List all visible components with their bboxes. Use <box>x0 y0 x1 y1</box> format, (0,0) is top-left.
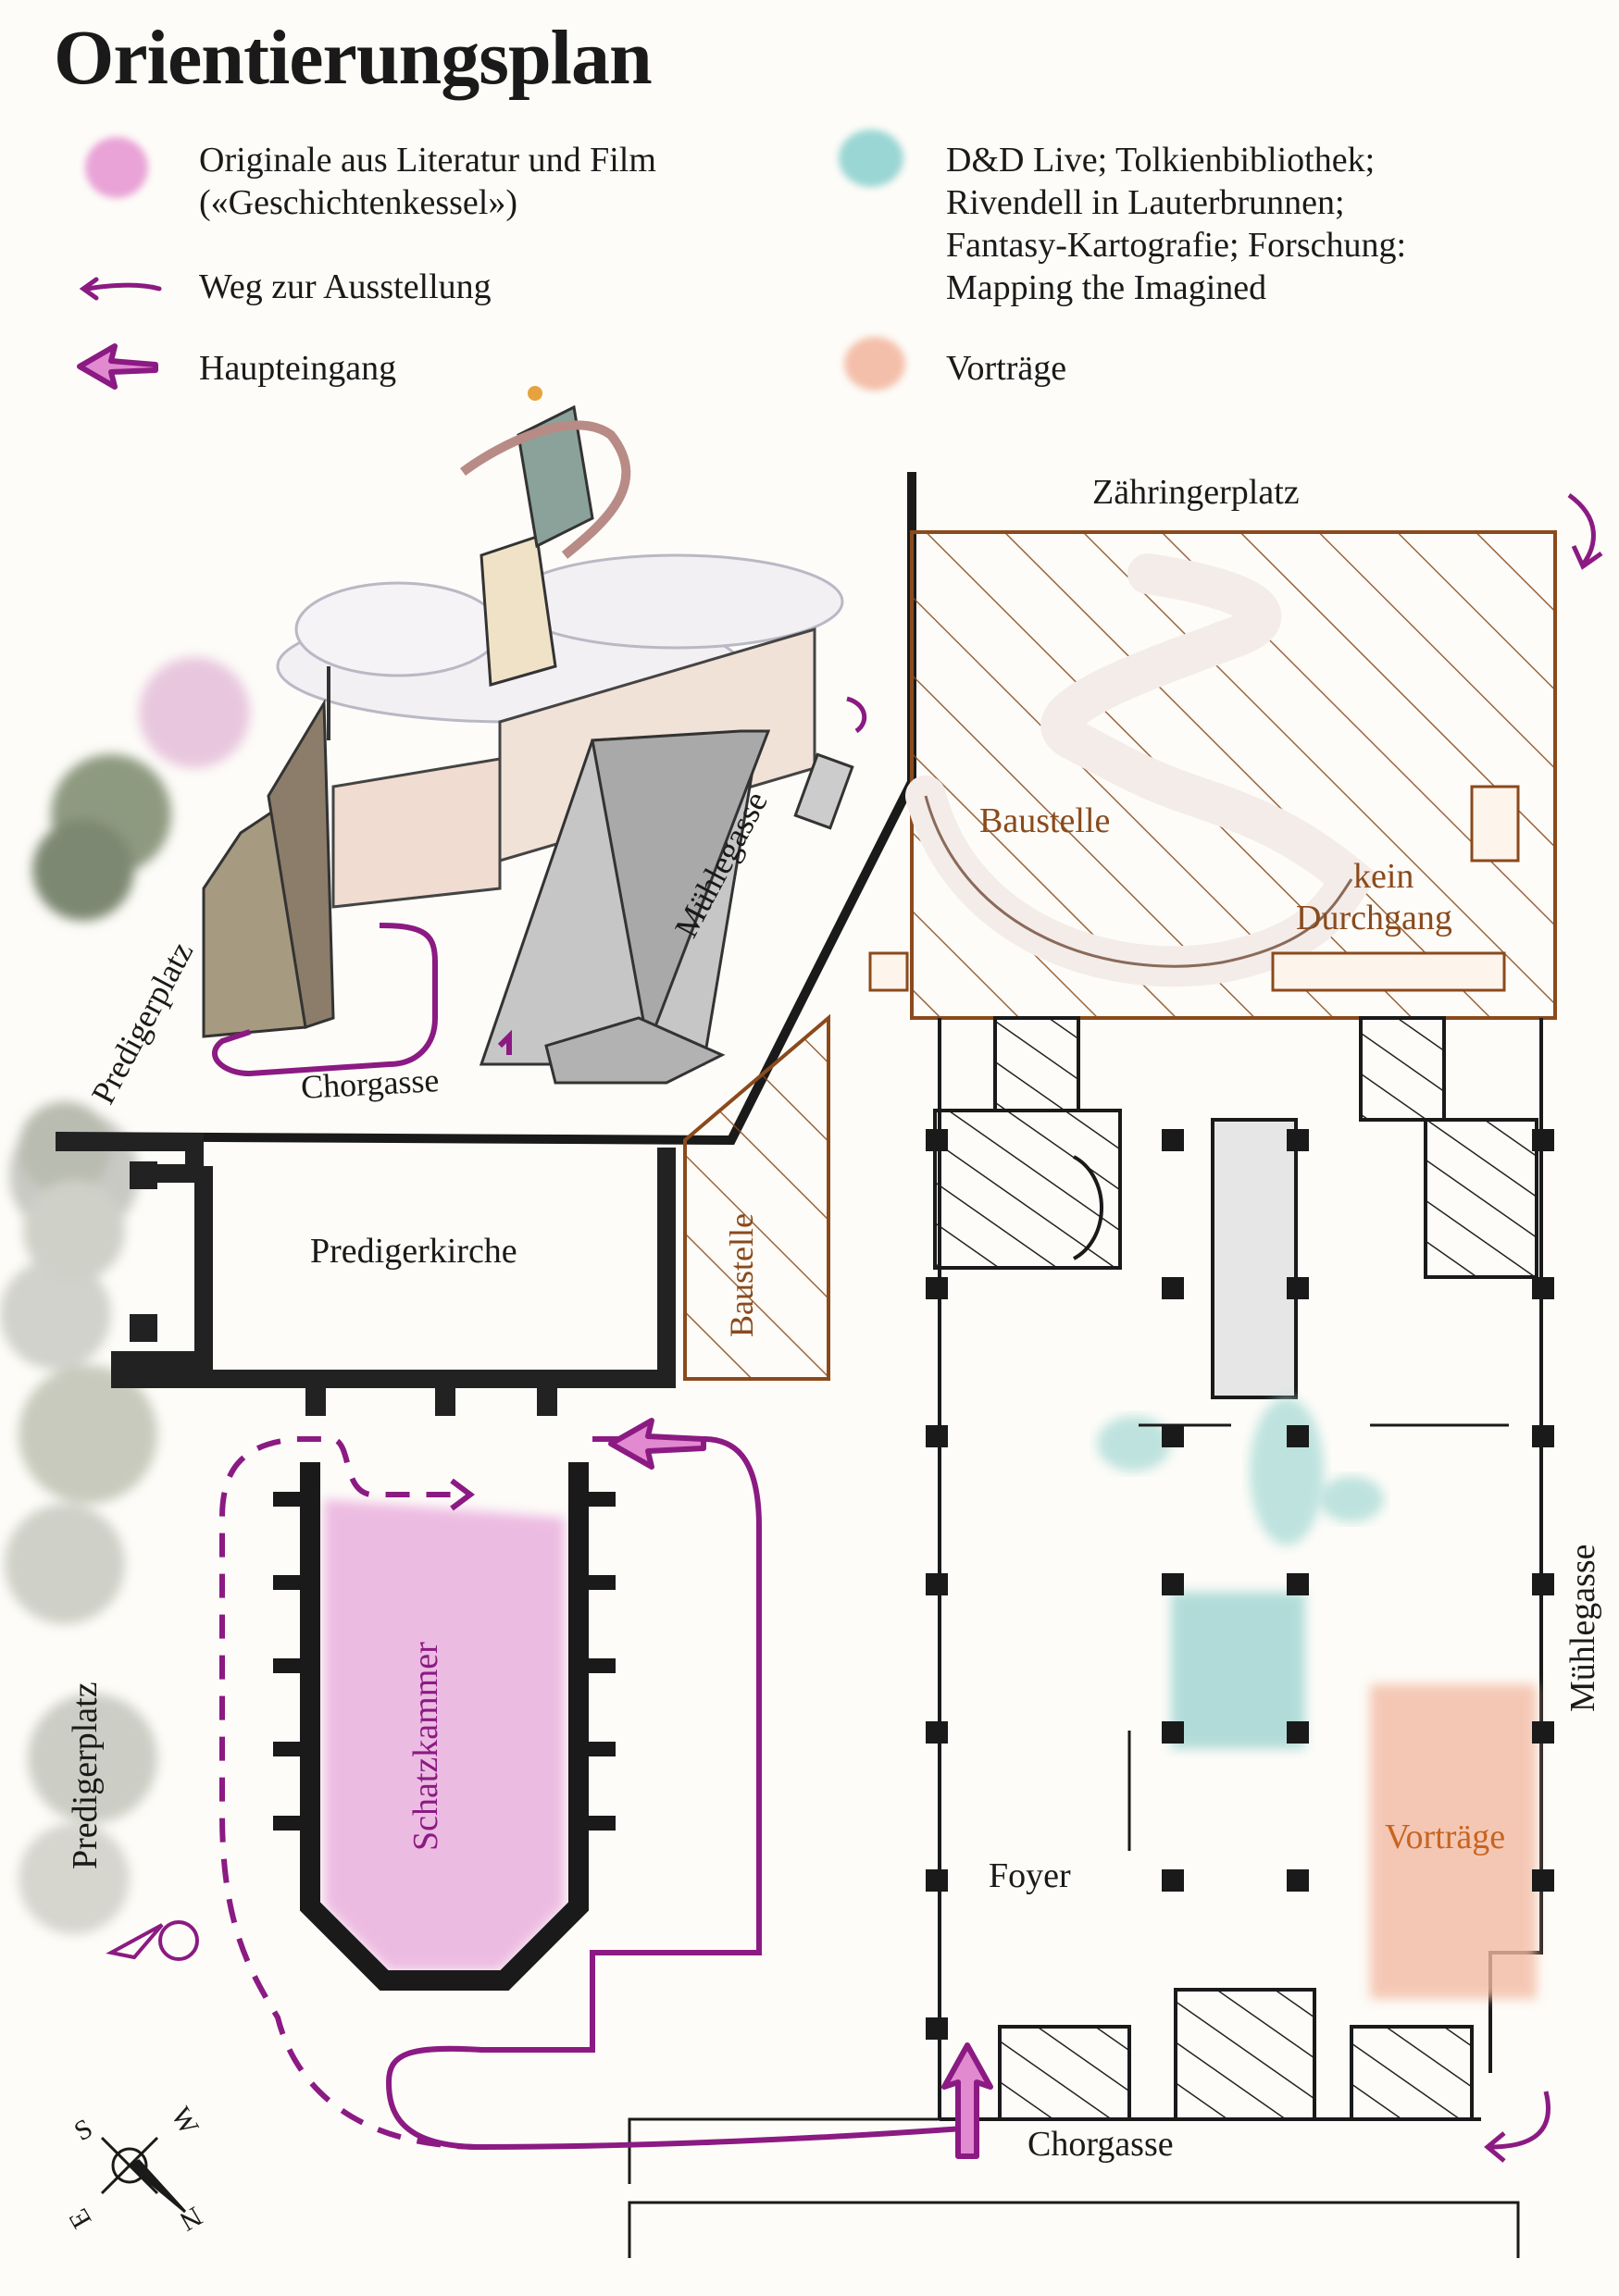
page-title: Orientierungsplan <box>54 15 653 101</box>
curved-arrow-top-icon <box>846 696 867 734</box>
construction-zone-top <box>868 530 1557 1020</box>
path-top-arrow-2 <box>497 1029 512 1055</box>
legend-dnd-line1: D&D Live; Tolkienbibliothek; <box>946 141 1376 180</box>
cart-icon <box>106 1920 199 1961</box>
curved-arrow-zaehringerplatz-head <box>1571 544 1603 570</box>
label-foyer: Foyer <box>989 1856 1071 1895</box>
label-muehlegasse-right: Mühlegasse <box>1563 1544 1602 1712</box>
legend-haupteingang: Haupteingang <box>199 349 397 388</box>
legend-dnd-line3: Fantasy-Kartografie; Forschung: <box>946 226 1407 265</box>
label-kein: kein <box>1353 857 1414 896</box>
main-building <box>926 1016 1554 2121</box>
legend-dnd-line2: Rivendell in Lauterbrunnen; <box>946 183 1345 222</box>
path-arrow-icon <box>79 277 162 301</box>
label-zaehringerplatz: Zähringerplatz <box>1092 473 1300 512</box>
label-predigerplatz-bottom: Predigerplatz <box>66 1682 105 1869</box>
construction-zone-side <box>683 1013 830 1381</box>
predigerkirche-pillars <box>130 1161 557 1416</box>
compass-rose-icon <box>100 2136 187 2214</box>
dragon-tower-illustration <box>460 386 631 687</box>
legend-teal-swatch <box>839 130 903 187</box>
main-entrance-arrow-icon <box>77 343 158 390</box>
curved-arrow-chorgasse-head <box>1484 2131 1506 2163</box>
label-baustelle-main: Baustelle <box>979 801 1111 840</box>
label-durchgang: Durchgang <box>1296 899 1452 937</box>
castle-walls-illustration <box>331 627 854 1085</box>
legend-dnd: D&D Live; Tolkienbibliothek; Rivendell i… <box>946 139 1406 309</box>
legend-originale: Originale aus Literatur und Film («Gesch… <box>199 139 656 224</box>
label-chorgasse-top: Chorgasse <box>300 1061 441 1106</box>
bottom-building-outline <box>628 2201 1520 2258</box>
chorgasse-street-outline <box>628 2117 940 2184</box>
legend-pink-swatch <box>85 137 148 198</box>
legend-vortraege: Vorträge <box>946 349 1067 388</box>
curved-arrow-chorgasse-icon <box>1489 2091 1551 2150</box>
church-illustration <box>202 666 335 1038</box>
side-entrance-arrow-icon <box>608 1418 706 1470</box>
path-main-route <box>385 1436 964 2151</box>
trees-illustration <box>0 657 250 1934</box>
legend-originale-line1: Originale aus Literatur und Film <box>199 141 656 180</box>
main-entrance-arrow-map-icon <box>941 2042 993 2159</box>
curved-arrow-zaehringerplatz-icon <box>1567 492 1596 566</box>
label-predigerkirche: Predigerkirche <box>310 1232 517 1271</box>
label-schatzkammer: Schatzkammer <box>406 1642 445 1851</box>
schatzkammer-room <box>273 1462 616 1991</box>
path-dashed-arrowhead <box>450 1478 475 1511</box>
legend-peach-swatch <box>844 337 905 391</box>
path-top-route <box>212 923 438 1077</box>
legend-weg: Weg zur Ausstellung <box>199 267 492 306</box>
legend-originale-line2: («Geschichtenkessel») <box>199 183 517 222</box>
legend-dnd-line4: Mapping the Imagined <box>946 268 1267 307</box>
path-dashed-route <box>219 1436 482 2150</box>
label-vortraege-room: Vorträge <box>1385 1818 1506 1856</box>
label-baustelle-side: Baustelle <box>723 1213 760 1337</box>
label-chorgasse-bottom: Chorgasse <box>1027 2125 1174 2164</box>
